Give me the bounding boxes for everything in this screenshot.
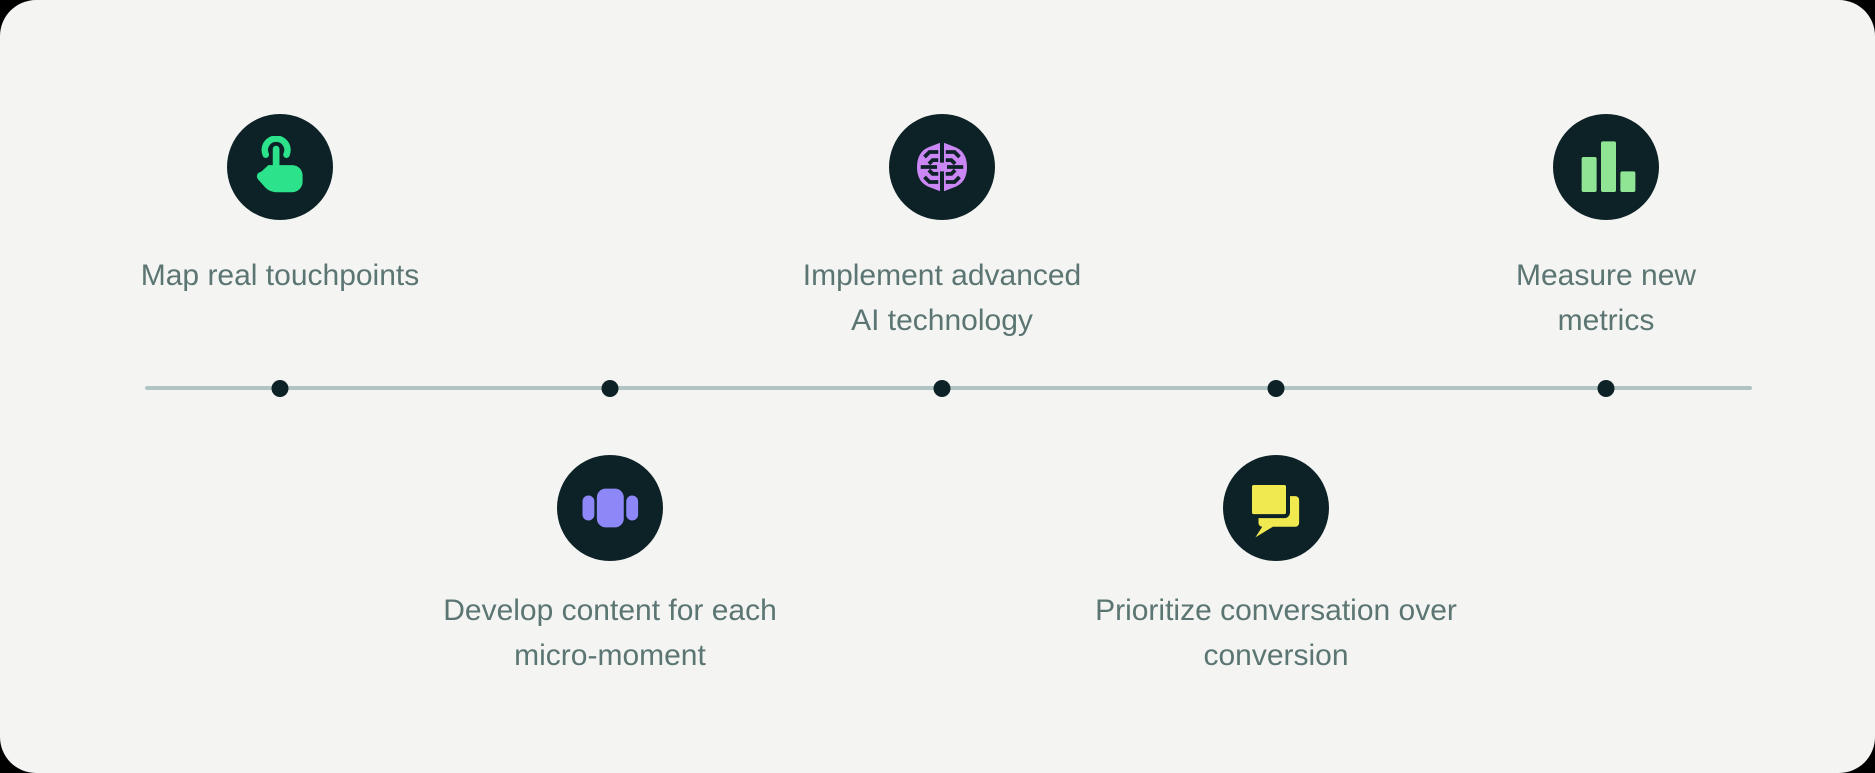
step-label: Implement advanced AI technology xyxy=(802,259,1082,337)
step-label: Prioritize conversation over conversion xyxy=(1095,594,1457,672)
step-label: Develop content for each micro-moment xyxy=(443,594,777,672)
timeline-step-3: Implement advanced AI technology xyxy=(786,114,1098,343)
timeline-step-2: Develop content for each micro-moment xyxy=(430,455,790,678)
timeline-step-1: Map real touchpoints xyxy=(110,114,450,298)
timeline-dot xyxy=(271,379,289,397)
timeline-step-5: Measure new metrics xyxy=(1499,114,1713,343)
timeline-step-4: Prioritize conversation over conversion xyxy=(1075,455,1477,678)
tap-icon xyxy=(227,114,333,220)
step-label: Map real touchpoints xyxy=(140,259,420,292)
timeline-dot xyxy=(1267,379,1285,397)
chat-icon xyxy=(1223,455,1329,561)
bar-chart-icon xyxy=(1553,114,1659,220)
timeline-dot xyxy=(933,379,951,397)
carousel-icon xyxy=(557,455,663,561)
timeline-dot xyxy=(1597,379,1615,397)
step-label: Measure new metrics xyxy=(1515,259,1697,337)
timeline-dot xyxy=(601,379,619,397)
ai-brain-icon xyxy=(889,114,995,220)
